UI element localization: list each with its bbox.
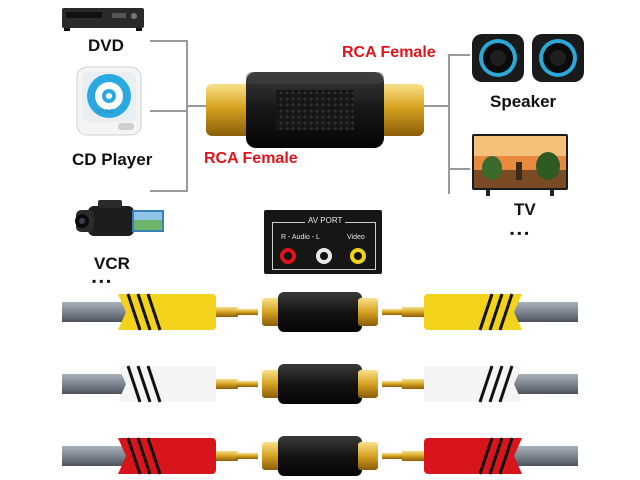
right-connector-tick-speaker [448, 54, 470, 56]
dvd-player-icon [62, 8, 144, 31]
vcr-more-dots: ▪▪▪ [92, 274, 114, 288]
vcr-label: VCR [94, 254, 130, 273]
av-port-video-label: Video [347, 234, 365, 241]
tv-label: TV [514, 200, 536, 219]
left-connector-line [186, 40, 188, 192]
left-connector-tick-dvd [150, 40, 188, 42]
speaker-icon [472, 34, 584, 82]
cd-disc-brand: SOUND [96, 109, 115, 115]
speaker-label: Speaker [490, 92, 557, 111]
right-connector-to-adapter [420, 105, 450, 107]
left-connector-to-adapter [186, 105, 208, 107]
camcorder-icon [75, 200, 164, 236]
adapter-large-image [206, 72, 424, 148]
tv-icon [472, 134, 568, 196]
av-port-title: AV PORT [305, 216, 346, 225]
av-port-audio-label: R - Audio - L [281, 234, 320, 241]
right-connector-line [448, 54, 450, 194]
dvd-label: DVD [88, 36, 124, 55]
left-connector-tick-vcr [150, 190, 188, 192]
cd-player-icon [76, 66, 142, 136]
left-connector-tick-cd [150, 110, 188, 112]
tv-more-dots: ▪▪▪ [510, 226, 532, 240]
cable-rows [60, 290, 580, 478]
cd-player-label: CD Player [72, 150, 153, 169]
adapter-label-right: RCA Female [342, 44, 436, 61]
right-connector-tick-tv [448, 168, 470, 170]
av-port-jacks [280, 248, 366, 264]
adapter-label-left: RCA Female [204, 150, 298, 167]
